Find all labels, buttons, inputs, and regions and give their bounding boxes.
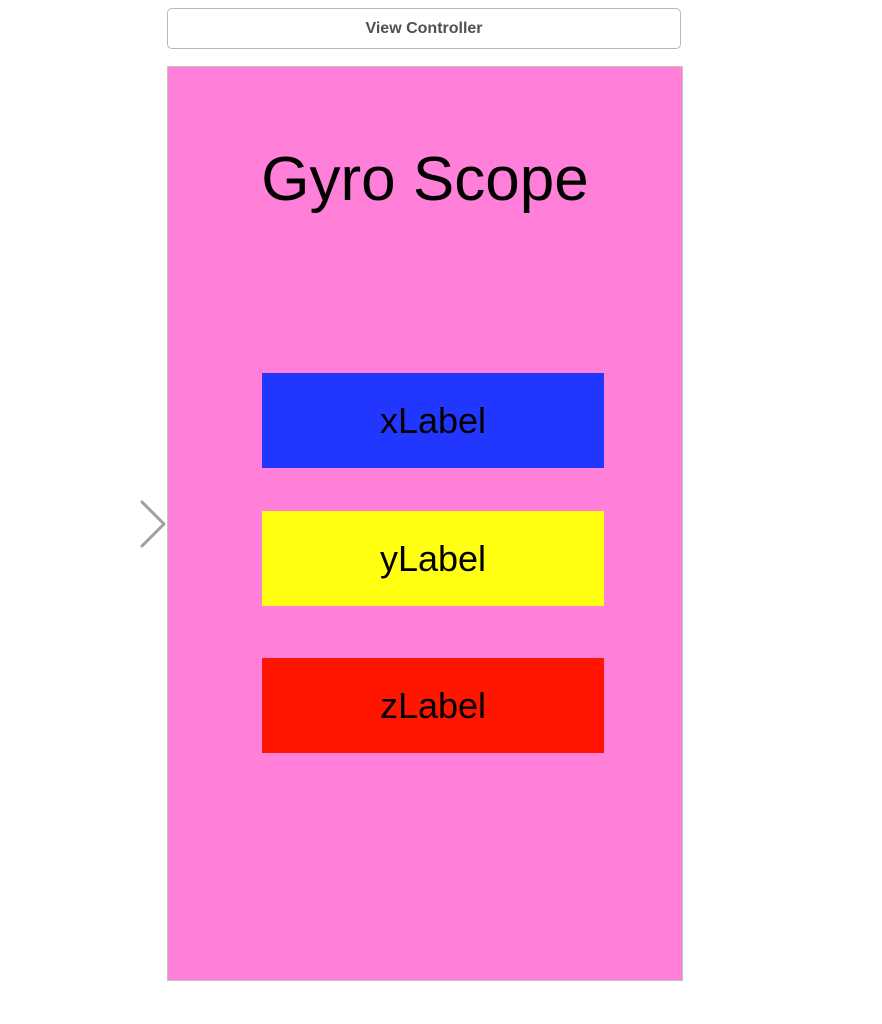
view-controller-scene-header[interactable]: View Controller xyxy=(167,8,681,49)
y-label[interactable]: yLabel xyxy=(262,511,604,606)
arrow-right-icon[interactable] xyxy=(30,500,170,548)
x-label[interactable]: xLabel xyxy=(262,373,604,468)
gyro-scope-title-label[interactable]: Gyro Scope xyxy=(261,145,589,214)
z-label[interactable]: zLabel xyxy=(262,658,604,753)
view-controller-root-view[interactable]: Gyro Scope xLabel yLabel zLabel xyxy=(167,66,683,981)
